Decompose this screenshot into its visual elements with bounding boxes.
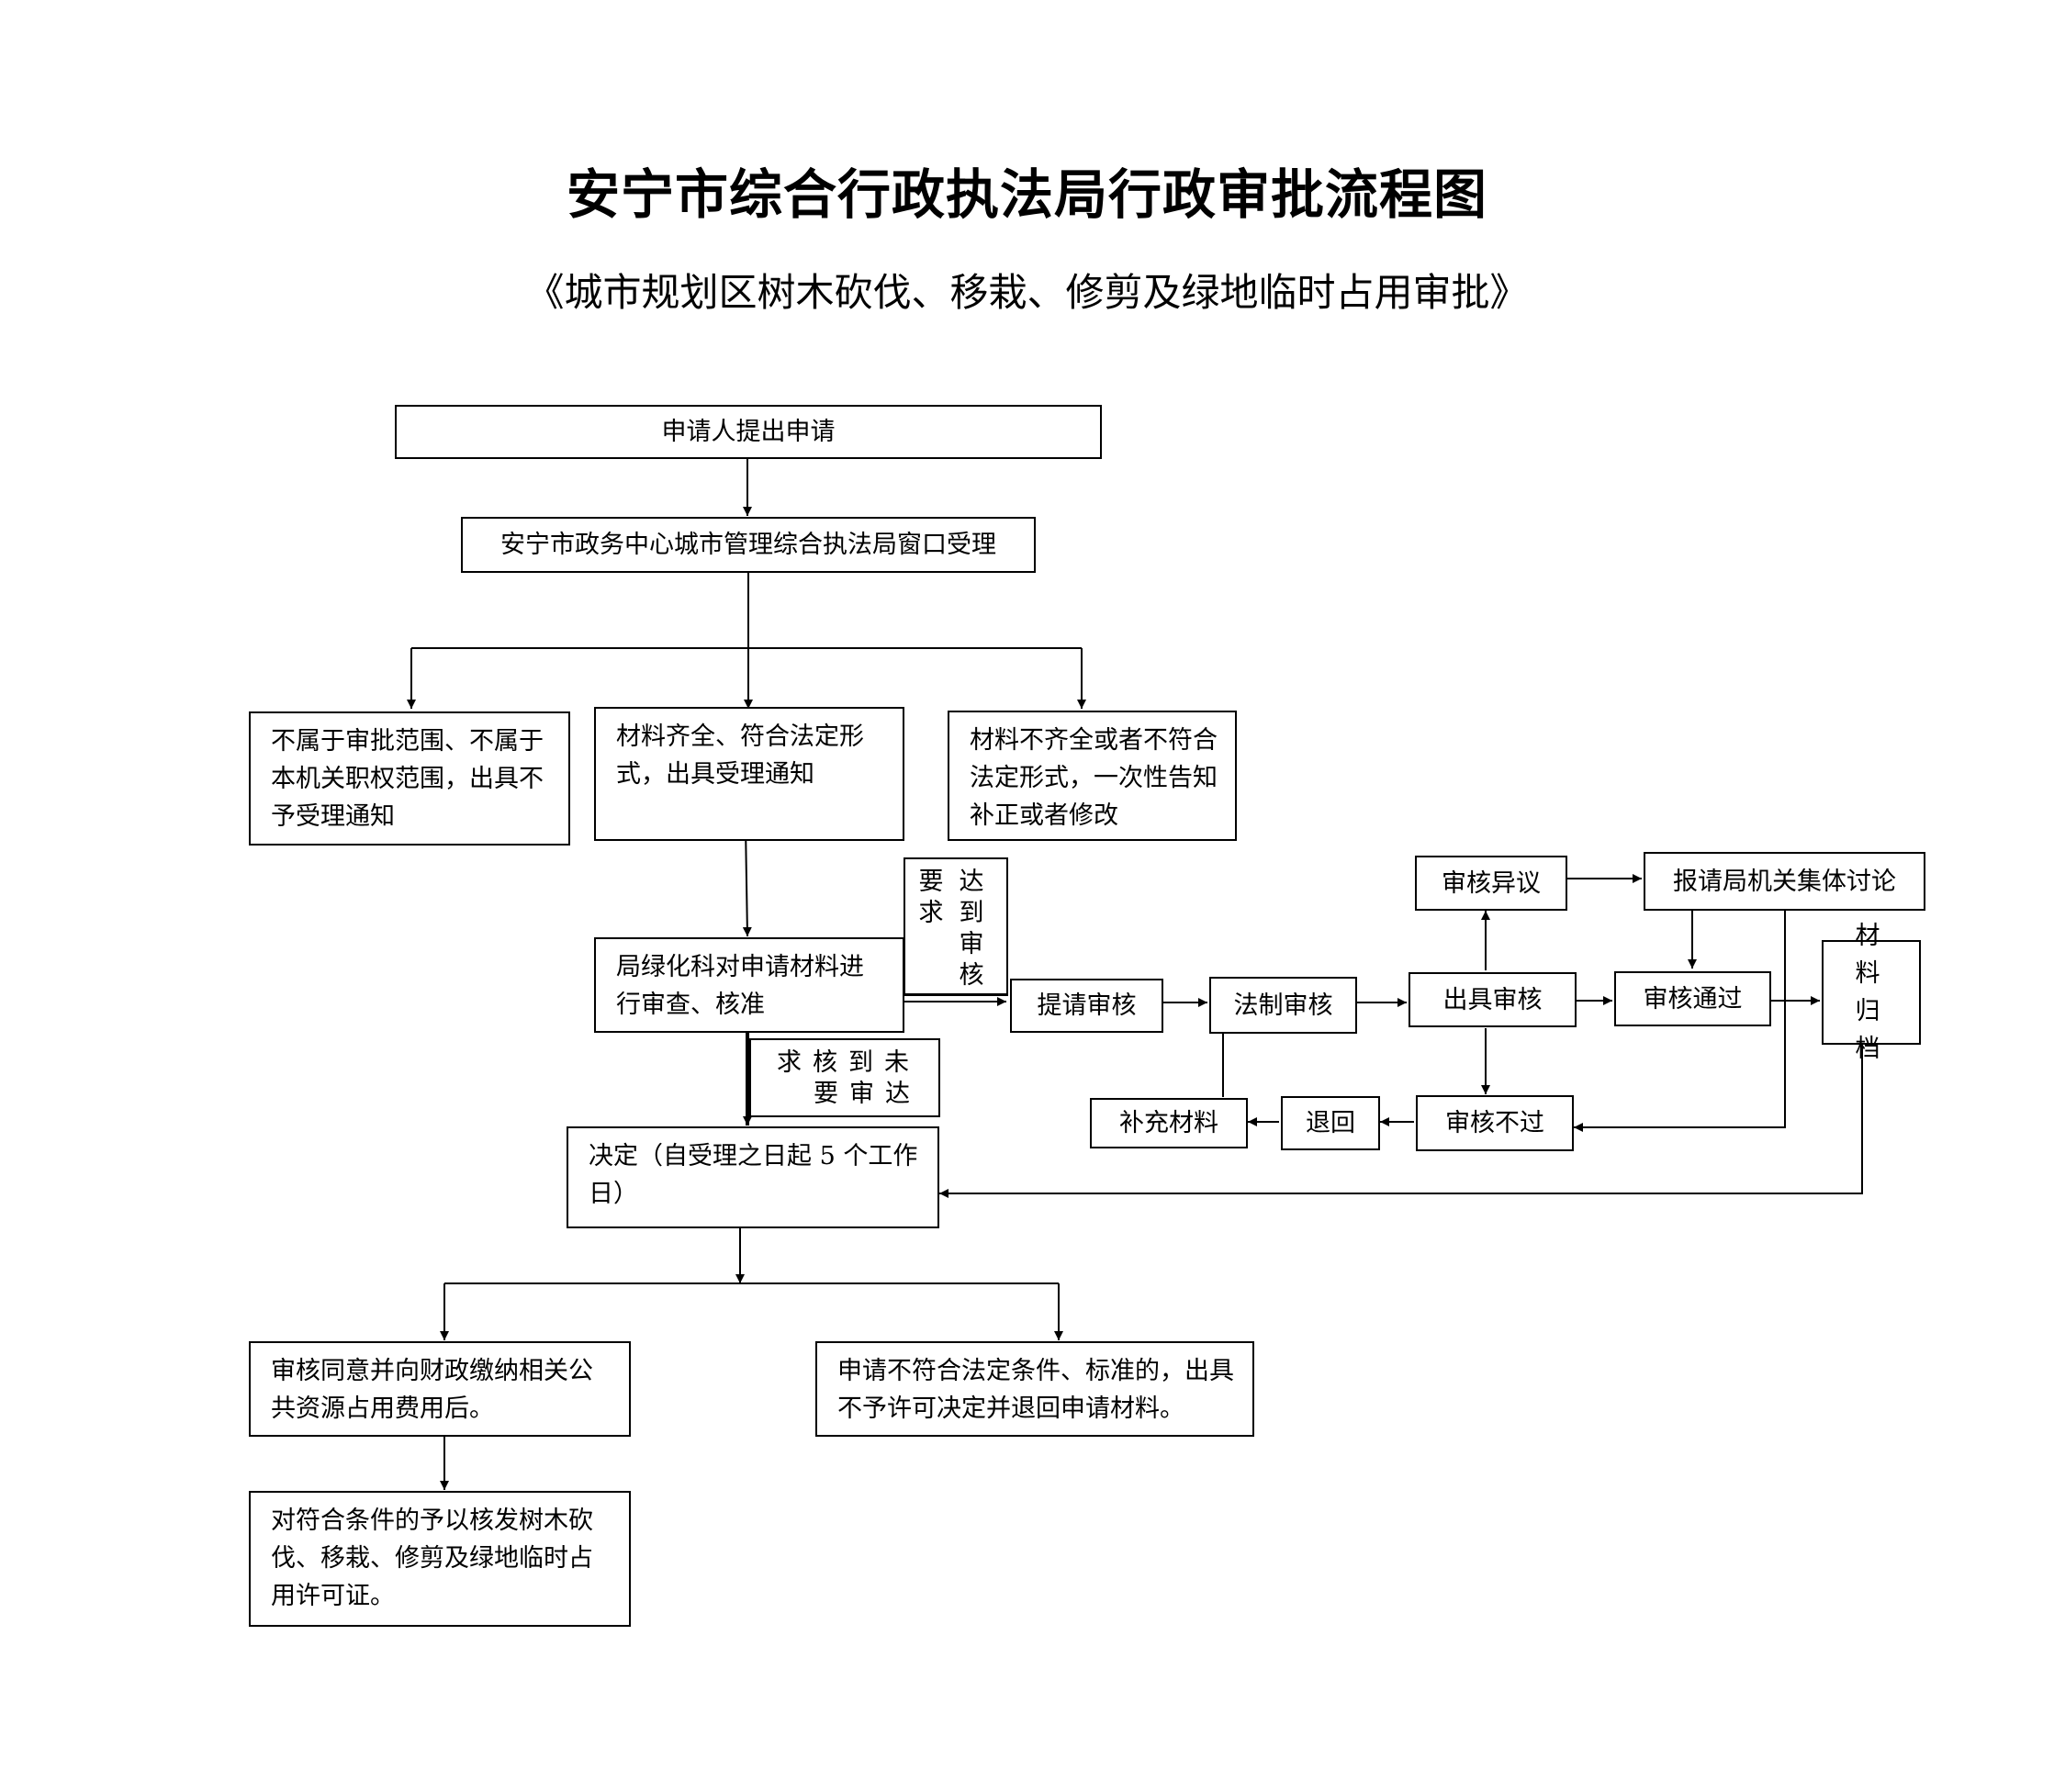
- node-greening-review: 局绿化科对申请材料进行审查、核准: [594, 937, 904, 1033]
- node-supplement-materials: 补充材料: [1090, 1098, 1248, 1148]
- node-review-passed: 审核通过: [1614, 971, 1771, 1026]
- node-legal-review: 法制审核: [1209, 977, 1357, 1034]
- node-approve: 审核同意并向财政缴纳相关公共资源占用费用后。: [249, 1341, 631, 1437]
- page-subtitle: 《城市规划区树木砍伐、移栽、修剪及绿地临时占用审批》: [525, 270, 1529, 315]
- node-submit-review: 提请审核: [1010, 979, 1163, 1033]
- node-reject-scope: 不属于审批范围、不属于本机关职权范围，出具不予受理通知: [249, 711, 570, 846]
- node-materials-incomplete: 材料不齐全或者不符合法定形式，一次性告知补正或者修改: [948, 711, 1237, 841]
- label-not-meet-requirement: 求核到未 要审达: [749, 1038, 940, 1117]
- node-materials-complete: 材料齐全、符合法定形式，出具受理通知: [594, 707, 904, 841]
- label-not-meets-bottom: 要审达: [814, 1080, 921, 1108]
- node-decision: 决定（自受理之日起 5 个工作日）: [567, 1126, 939, 1228]
- label-meets-left: 要求: [918, 868, 944, 927]
- node-archive: 材料归档: [1822, 922, 1921, 1063]
- node-issue-license: 对符合条件的予以核发树木砍伐、移栽、修剪及绿地临时占用许可证。: [249, 1491, 631, 1627]
- node-issue-review: 出具审核: [1409, 972, 1577, 1027]
- label-meets-requirement: 要求 达到审核: [904, 857, 1008, 995]
- node-apply: 申请人提出申请: [395, 405, 1102, 459]
- node-review-failed: 审核不过: [1416, 1095, 1574, 1151]
- node-window-acceptance: 安宁市政务中心城市管理综合执法局窗口受理: [461, 517, 1036, 573]
- node-deny: 申请不符合法定条件、标准的，出具不予许可决定并退回申请材料。: [815, 1341, 1254, 1437]
- node-return: 退回: [1281, 1096, 1380, 1150]
- label-not-meets-top: 求核到未: [777, 1048, 920, 1077]
- node-collective-discussion: 报请局机关集体讨论: [1644, 852, 1925, 911]
- label-meets-right: 达到审核: [959, 868, 984, 990]
- node-review-objection: 审核异议: [1415, 856, 1567, 911]
- page-title: 安宁市综合行政执法局行政审批流程图: [566, 163, 1487, 226]
